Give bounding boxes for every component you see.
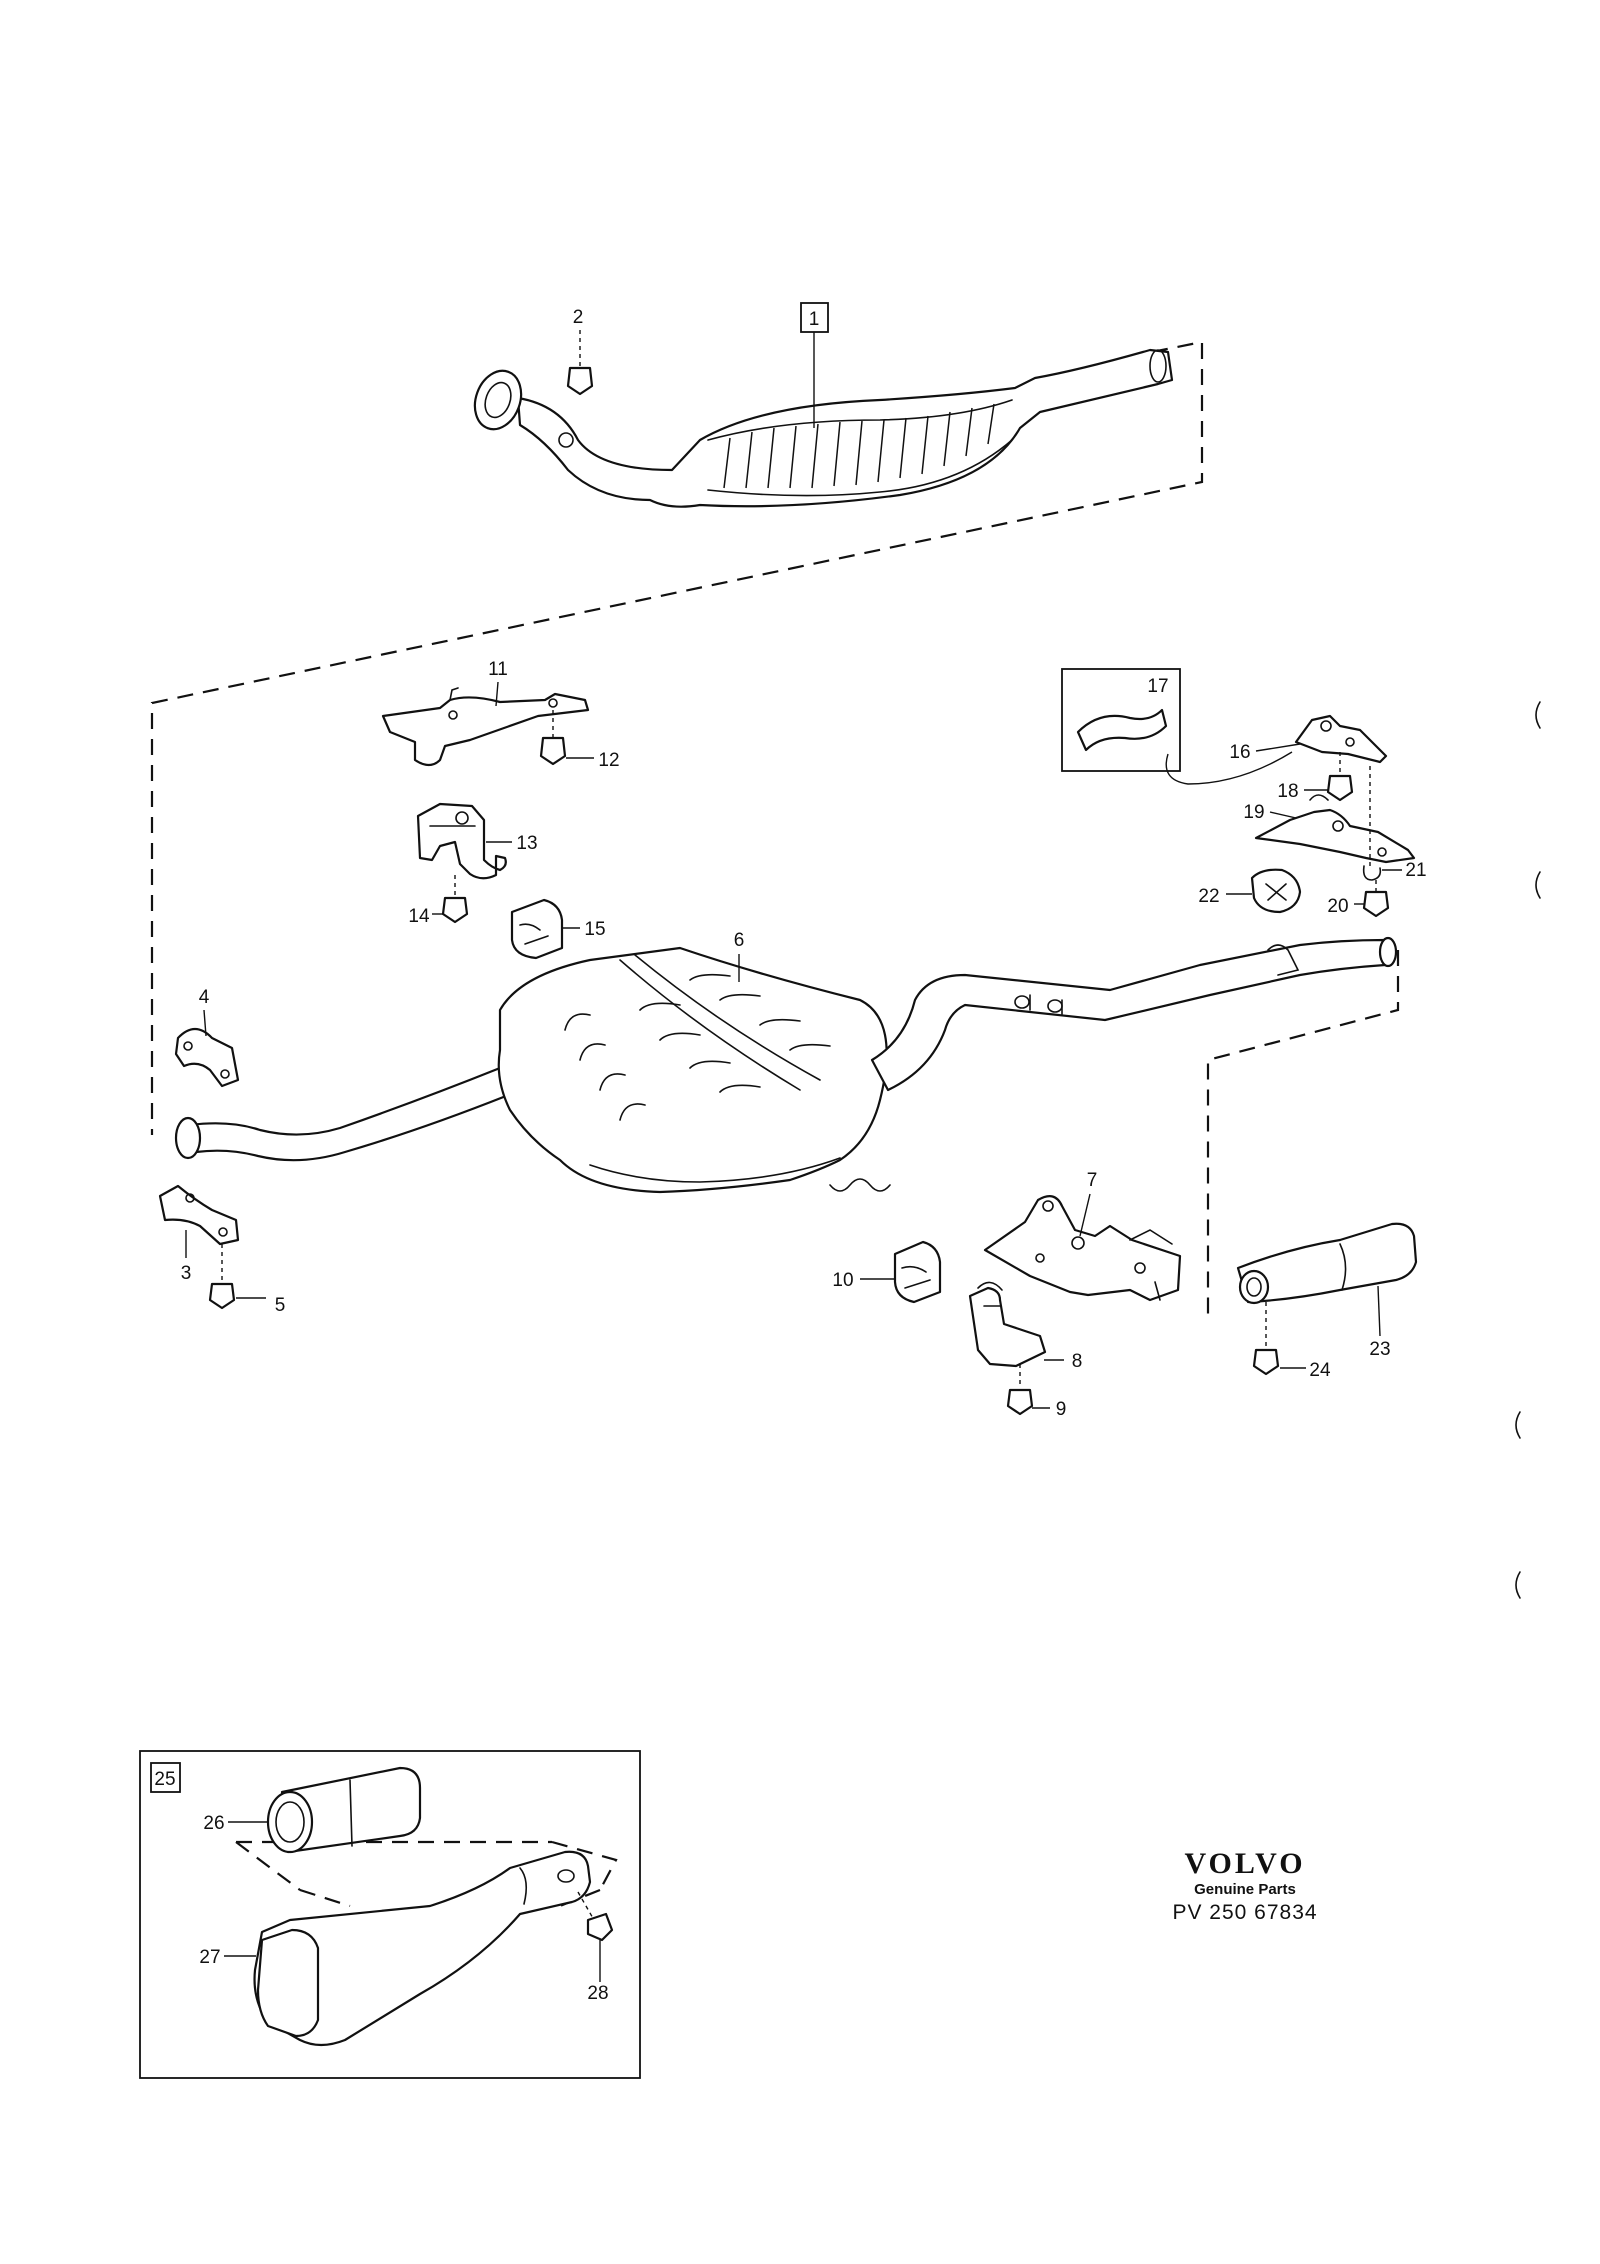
- callout-27: 27: [199, 1947, 220, 1968]
- callout-15: 15: [584, 919, 605, 940]
- part-11-bracket: [381, 687, 590, 767]
- part-8-hanger: [968, 1281, 1047, 1368]
- part-17-inset: [1061, 668, 1293, 785]
- diagram-code: PV 250 67834: [1172, 1901, 1318, 1924]
- callout-24: 24: [1309, 1360, 1331, 1381]
- volvo-logo: VOLVO: [1184, 1847, 1306, 1880]
- callout-12: 12: [598, 750, 619, 771]
- inset-25-frame: [139, 1750, 641, 2079]
- callout-22: 22: [1198, 886, 1219, 907]
- callout-17: 17: [1147, 676, 1168, 697]
- callout-26: 26: [203, 1813, 224, 1834]
- part-3-clamp-lower: [158, 1184, 240, 1246]
- callout-14: 14: [408, 906, 430, 927]
- rear-silencer: [174, 936, 1398, 1194]
- callout-19: 19: [1243, 802, 1264, 823]
- part-16-bracket: [1294, 714, 1388, 764]
- callout-20: 20: [1327, 896, 1348, 917]
- part-2-bolt: [566, 330, 594, 396]
- callout-1: 1: [809, 309, 820, 330]
- part-28-screw: [577, 1891, 614, 1942]
- callout-7: 7: [1087, 1170, 1098, 1191]
- part-23-tailpipe: [1236, 1222, 1418, 1305]
- assembly-dash-lines: [150, 340, 1400, 1315]
- volvo-brand-block: VOLVO Genuine Parts PV 250 67834: [1160, 1848, 1330, 1926]
- callout-28: 28: [587, 1983, 608, 2004]
- part-14-nut: [441, 875, 469, 924]
- part-5-bolt: [208, 1244, 236, 1310]
- callout-10: 10: [832, 1270, 853, 1291]
- callout-9: 9: [1056, 1399, 1067, 1420]
- part-7-bracket: [983, 1195, 1182, 1302]
- part-9-nut: [1006, 1364, 1034, 1416]
- callout-group: 1 2 3 4 5 6 7 8 9 10 11 12 13: [150, 302, 1427, 2004]
- part-13-hanger: [416, 802, 507, 880]
- part-12-bolt: [539, 710, 567, 766]
- callout-3: 3: [181, 1263, 192, 1284]
- callout-5: 5: [275, 1295, 286, 1316]
- callout-23: 23: [1369, 1339, 1390, 1360]
- part-27-extension: [253, 1850, 592, 2047]
- binder-marks: [1515, 701, 1541, 1599]
- brand-subtitle: Genuine Parts: [1194, 1881, 1296, 1898]
- catalytic-converter: [473, 348, 1174, 508]
- callout-6: 6: [734, 930, 745, 951]
- callout-13: 13: [516, 833, 537, 854]
- part-24-nut: [1252, 1302, 1280, 1376]
- part-4-clamp-upper: [174, 1027, 240, 1088]
- callout-21: 21: [1405, 860, 1426, 881]
- callout-2: 2: [573, 307, 584, 328]
- part-26-extension: [266, 1766, 422, 1854]
- part-20-nut: [1362, 880, 1390, 918]
- part-22-rubber-mount: [1250, 868, 1302, 914]
- part-18-bolt: [1326, 752, 1354, 802]
- callout-18: 18: [1277, 781, 1298, 802]
- part-10-rubber-mount: [893, 1240, 942, 1304]
- callout-16: 16: [1229, 742, 1250, 763]
- callout-8: 8: [1072, 1351, 1083, 1372]
- part-19-bracket: [1254, 794, 1416, 864]
- callout-25: 25: [154, 1769, 175, 1790]
- callout-11: 11: [488, 659, 508, 680]
- callout-4: 4: [199, 987, 210, 1008]
- part-15-rubber-mount: [510, 898, 564, 960]
- part-21-clip: [1362, 766, 1382, 881]
